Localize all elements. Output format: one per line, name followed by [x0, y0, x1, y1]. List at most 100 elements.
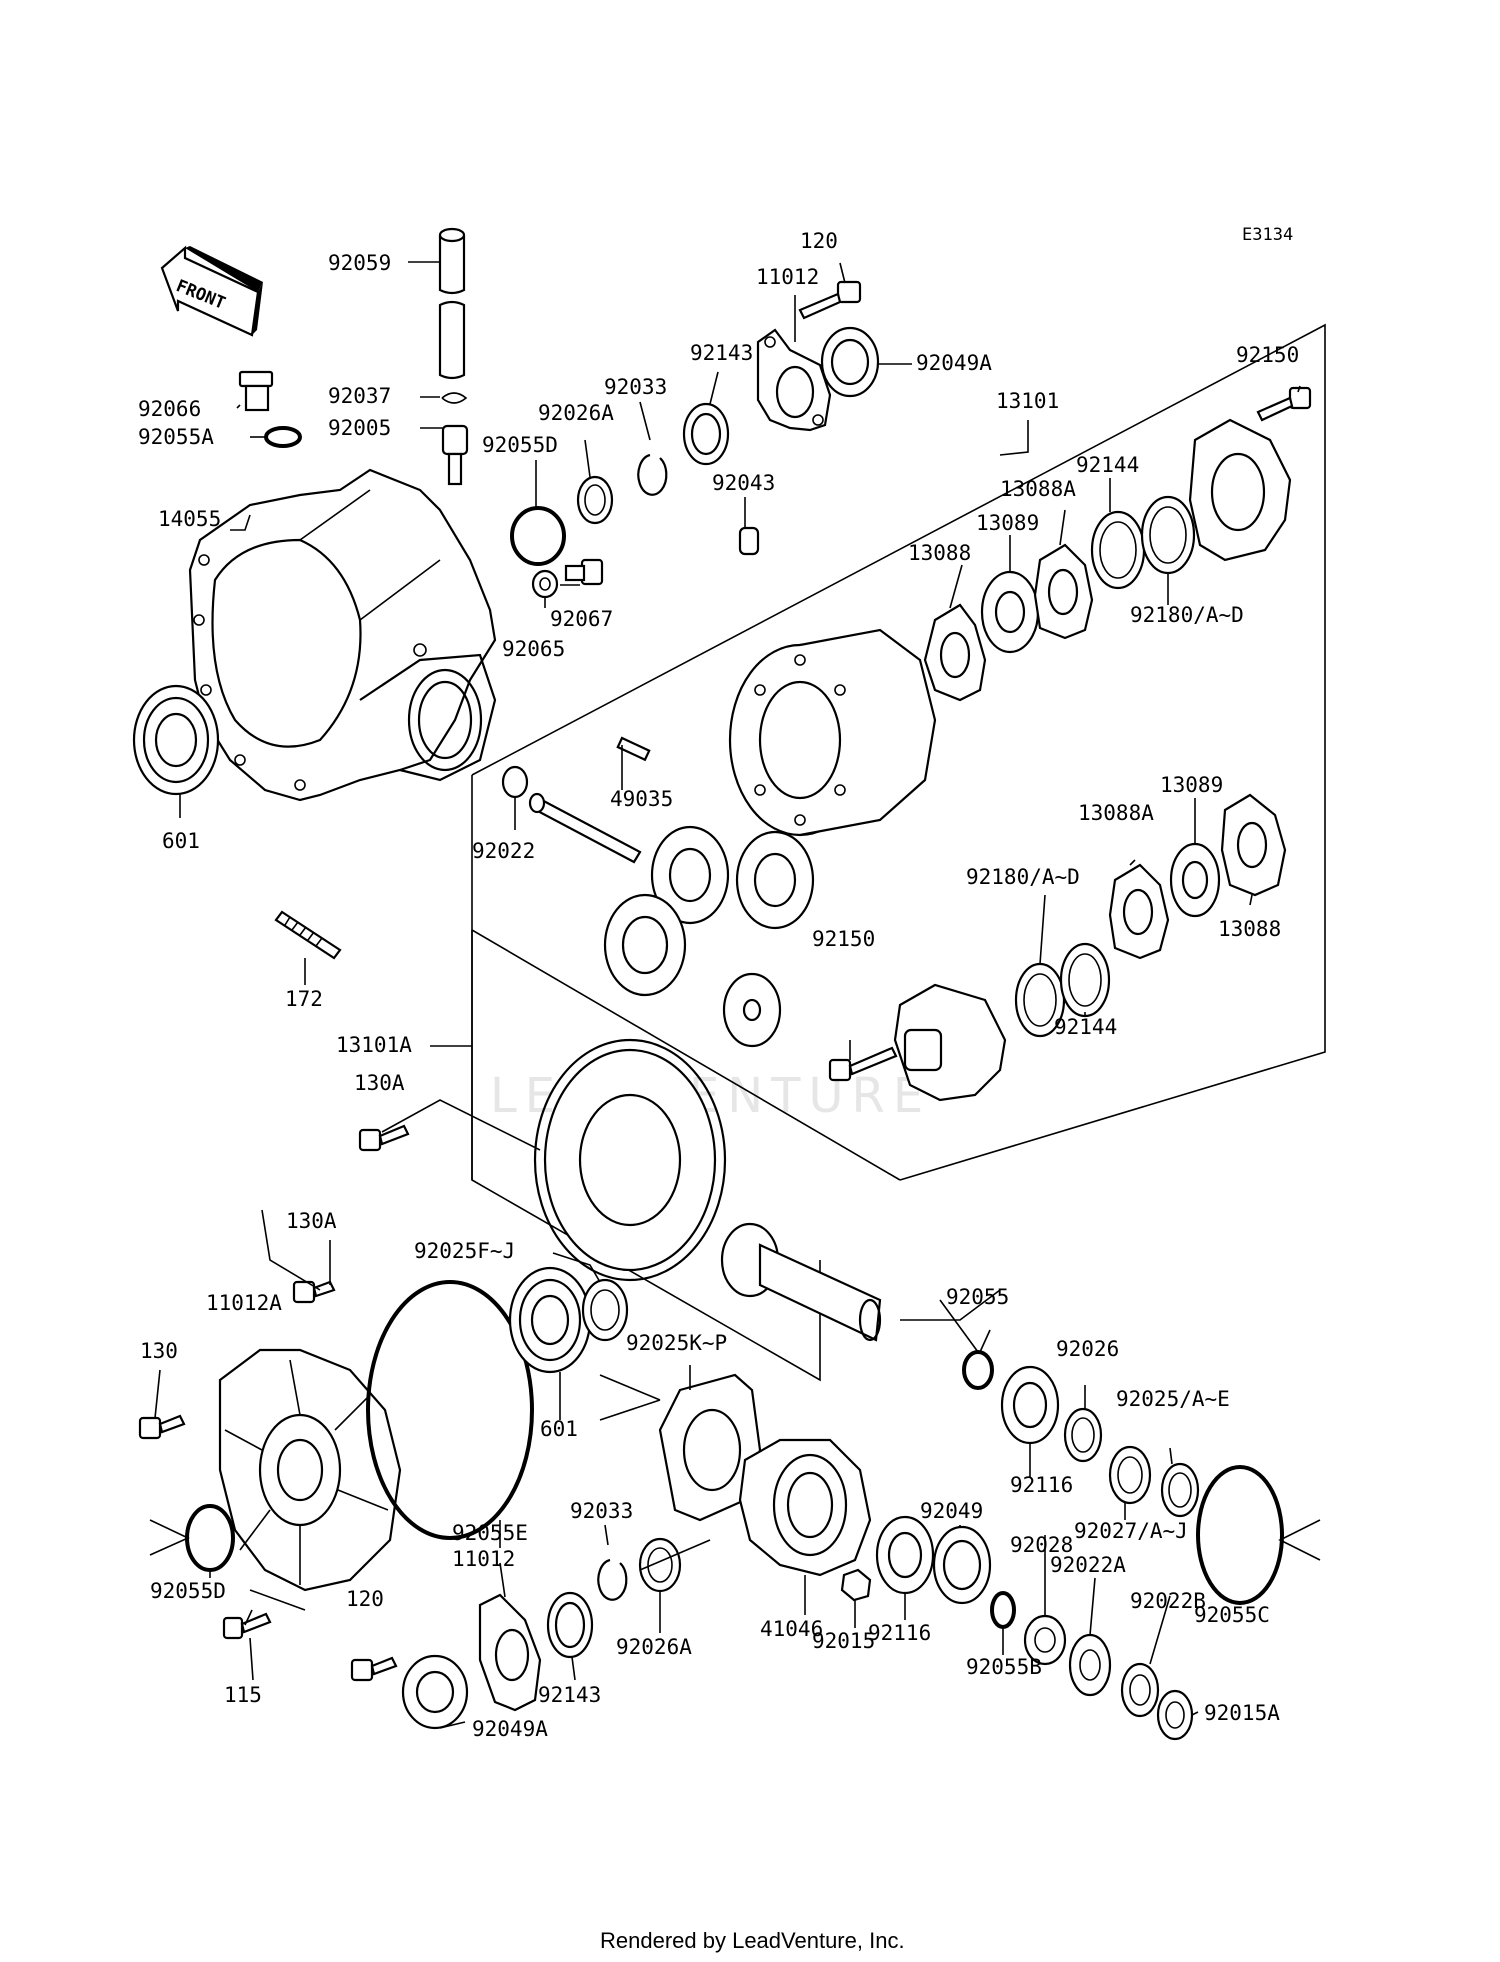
nut-92015A — [1156, 1689, 1194, 1741]
label-92150-top: 92150 — [1236, 343, 1299, 367]
label-13088-top: 13088 — [908, 541, 971, 565]
label-13088A-top: 13088A — [1000, 477, 1076, 501]
plug-92066 — [238, 370, 274, 412]
label-11012-lower: 11012 — [452, 1547, 515, 1571]
oring-92055A — [264, 426, 302, 448]
label-92026A-top: 92026A — [538, 401, 614, 425]
leader-lines — [149, 261, 1321, 1729]
label-92055E: 92055E — [452, 1521, 528, 1545]
bolt-115 — [222, 1612, 272, 1640]
label-13088A-lower: 13088A — [1078, 801, 1154, 825]
assembly-13101-outline — [471, 323, 1326, 1181]
label-92049: 92049 — [920, 1499, 983, 1523]
label-130A-lower: 130A — [286, 1209, 337, 1233]
label-13101: 13101 — [996, 389, 1059, 413]
label-601-lower: 601 — [540, 1417, 578, 1441]
label-92033-top: 92033 — [604, 375, 667, 399]
ring-gear-13101A — [533, 1038, 727, 1282]
label-92055B: 92055B — [966, 1655, 1042, 1679]
oring-92055E — [366, 1280, 534, 1540]
oring-92055D-top — [510, 506, 566, 566]
shim-92025A — [1160, 1462, 1200, 1518]
shim-92026A-top — [576, 475, 614, 525]
label-13088-lower: 13088 — [1218, 917, 1281, 941]
label-92043: 92043 — [712, 471, 775, 495]
gasket-92025K — [658, 1373, 762, 1522]
shim-92144-top — [1090, 510, 1146, 590]
label-92180-top: 92180/A~D — [1130, 603, 1244, 627]
label-92180-lower: 92180/A~D — [966, 865, 1080, 889]
label-11012A: 11012A — [206, 1291, 282, 1315]
oring-92055B — [990, 1591, 1016, 1629]
label-11012-top: 11012 — [756, 265, 819, 289]
washer-92065 — [531, 569, 559, 599]
seal-92049A-top — [820, 326, 880, 398]
label-92144-top: 92144 — [1076, 453, 1139, 477]
footer-credit: Rendered by LeadVenture, Inc. — [600, 1928, 905, 1953]
label-92055D-top: 92055D — [482, 433, 558, 457]
oring-92055D-lower — [185, 1504, 235, 1572]
shim-92025F — [581, 1278, 629, 1342]
bolt-92067 — [564, 558, 604, 586]
plate-13088A-top — [1033, 543, 1094, 640]
label-92067: 92067 — [550, 607, 613, 631]
shim-92180-top — [1140, 495, 1196, 575]
label-92049A-lower: 92049A — [472, 1717, 548, 1741]
label-92022: 92022 — [472, 839, 535, 863]
label-92065: 92065 — [502, 637, 565, 661]
bevel-gear-left — [650, 825, 730, 925]
spacer-92027 — [1108, 1445, 1152, 1505]
label-92055C: 92055C — [1194, 1603, 1270, 1627]
bolt-130A-upper — [358, 1124, 410, 1152]
label-92027-A-J: 92027/A~J — [1074, 1519, 1188, 1543]
label-92055: 92055 — [946, 1285, 1009, 1309]
seal-92143-top — [682, 402, 730, 466]
fitting-92005 — [441, 424, 469, 486]
label-92022B: 92022B — [1130, 1589, 1206, 1613]
label-92026: 92026 — [1056, 1337, 1119, 1361]
oring-92055 — [962, 1350, 994, 1390]
label-92025-A-E: 92025/A~E — [1116, 1387, 1230, 1411]
label-41046: 41046 — [760, 1617, 823, 1641]
seal-92049A-lower — [401, 1654, 469, 1730]
nut-92015 — [840, 1568, 872, 1602]
label-13089-top: 13089 — [976, 511, 1039, 535]
label-92022A: 92022A — [1050, 1553, 1126, 1577]
bolt-120-top — [798, 280, 862, 320]
differential-case-13101 — [728, 628, 937, 837]
part-labels: 120 11012 92059 92143 92049A 92033 92150… — [138, 229, 1299, 1741]
label-120-lower: 120 — [346, 1587, 384, 1611]
plate-13088A-lower — [1108, 863, 1170, 960]
circlip-92033-top — [637, 453, 668, 496]
seal-92143-lower — [546, 1591, 594, 1659]
label-92026A-lower: 92026A — [616, 1635, 692, 1659]
washer-92022B — [1120, 1662, 1160, 1718]
shim-92026A-lower — [638, 1537, 682, 1593]
bolt-120-lower — [350, 1656, 398, 1682]
disc-13089-lower — [1169, 842, 1221, 918]
diff-cover-right — [1188, 418, 1292, 562]
plate-13088-lower — [1220, 793, 1287, 897]
cover-11012-top — [756, 328, 832, 432]
pin-92043 — [738, 526, 760, 556]
lockwasher-92022A — [1068, 1633, 1112, 1697]
bearing-92116-upper — [1000, 1365, 1060, 1445]
label-92144-lower: 92144 — [1054, 1015, 1117, 1039]
label-130: 130 — [140, 1339, 178, 1363]
label-92015: 92015 — [812, 1629, 875, 1653]
label-92049A-top: 92049A — [916, 351, 992, 375]
shaft-49035 — [528, 736, 651, 864]
label-120-top: 120 — [800, 229, 838, 253]
shim-92144-lower — [1059, 942, 1111, 1018]
label-92025K-P: 92025K~P — [626, 1331, 727, 1355]
housing-14055 — [188, 468, 497, 802]
bearing-601-top — [132, 684, 220, 796]
label-92059: 92059 — [328, 251, 391, 275]
label-601-top: 601 — [162, 829, 200, 853]
label-92116-upper: 92116 — [1010, 1473, 1073, 1497]
label-92143-top: 92143 — [690, 341, 753, 365]
seal-92049 — [932, 1525, 992, 1605]
label-115: 115 — [224, 1683, 262, 1707]
diagram-code: E3134 — [1242, 225, 1293, 245]
